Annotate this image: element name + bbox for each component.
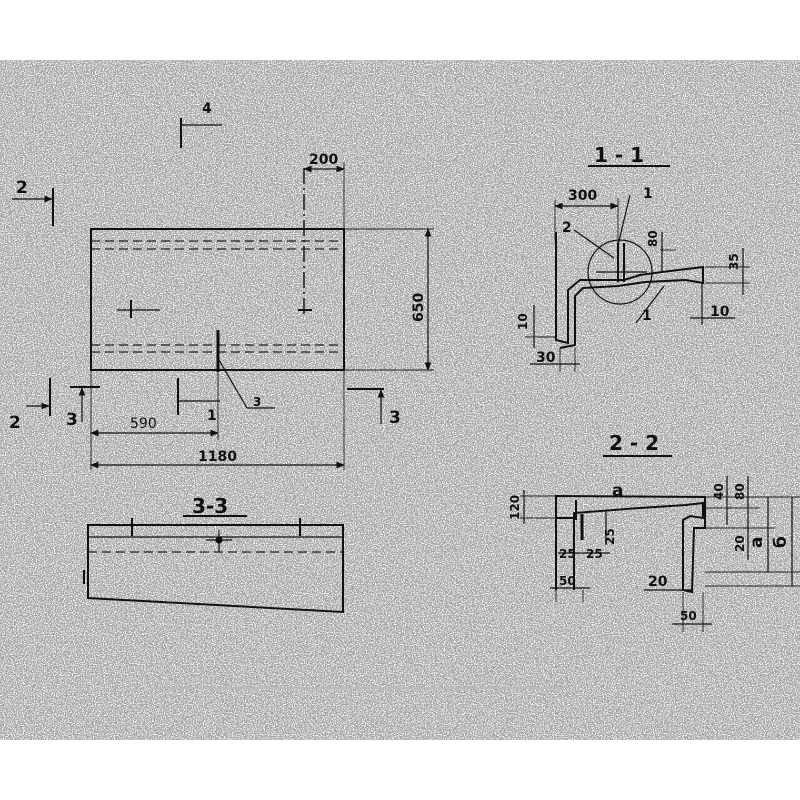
- callout-1a-leader: [617, 194, 631, 246]
- section-3-3-outline: [87, 524, 344, 614]
- dim-80: 80: [646, 230, 660, 247]
- section-3-3: 3-3: [83, 494, 344, 614]
- callout-1b-leader: [635, 285, 665, 324]
- plan-view: 200 650 590 1180 4 2 2 3 3: [9, 101, 434, 470]
- section-1-1-detail-circle: [587, 239, 653, 305]
- dim-10b: 10: [710, 304, 730, 320]
- dim-35: 35: [727, 253, 741, 270]
- dim-a: a: [747, 537, 767, 548]
- section-2-2: 2 - 2 a 120 40 80 a б 20 25: [508, 431, 800, 632]
- dim-590: 590: [130, 416, 157, 432]
- section-marker-4: 4: [202, 101, 212, 117]
- dim-80b: 80: [733, 483, 747, 500]
- paper-grain: [0, 60, 800, 740]
- position-3: 3: [253, 395, 261, 409]
- dim-20a: 20: [733, 535, 747, 552]
- dim-300: 300: [568, 188, 597, 204]
- dim-650: 650: [411, 293, 427, 322]
- section-1-1-title: 1 - 1: [594, 143, 644, 167]
- section-3-3-title: 3-3: [192, 494, 228, 518]
- callout-1b: 1: [642, 308, 652, 324]
- dim-50b: 50: [680, 609, 697, 623]
- dim-40: 40: [712, 483, 726, 500]
- section-2-2-profile: [555, 494, 706, 594]
- section-marker-1: 1: [207, 408, 217, 424]
- dim-10a: 10: [516, 313, 530, 330]
- dim-25a: 25: [603, 528, 617, 545]
- section-marker-2-bottom: 2: [9, 413, 21, 433]
- section-marker-3-right: 3: [389, 408, 401, 428]
- callout-2-leader: [573, 229, 615, 259]
- dim-120: 120: [508, 495, 522, 520]
- dim-20b: 20: [648, 574, 668, 590]
- section-marker-3-left: 3: [66, 410, 78, 430]
- section-2-2-title: 2 - 2: [609, 431, 659, 455]
- dim-50: 50: [559, 574, 576, 588]
- callout-2: 2: [562, 220, 572, 236]
- section-1-1-profile: [555, 232, 704, 349]
- dim-b: б: [771, 536, 791, 548]
- dim-30: 30: [536, 350, 556, 366]
- leader-3: [218, 359, 248, 409]
- dim-25c: 25: [586, 547, 603, 561]
- dim-25b: 25: [559, 547, 576, 561]
- section-marker-2-top: 2: [16, 178, 28, 198]
- dim-200: 200: [309, 152, 338, 168]
- section-1-1: 1 - 1 300 1 2 1 80 35 10: [516, 143, 750, 372]
- section-2-2-label-a: a: [612, 481, 623, 501]
- dim-1180: 1180: [198, 449, 237, 465]
- callout-1a: 1: [643, 186, 653, 202]
